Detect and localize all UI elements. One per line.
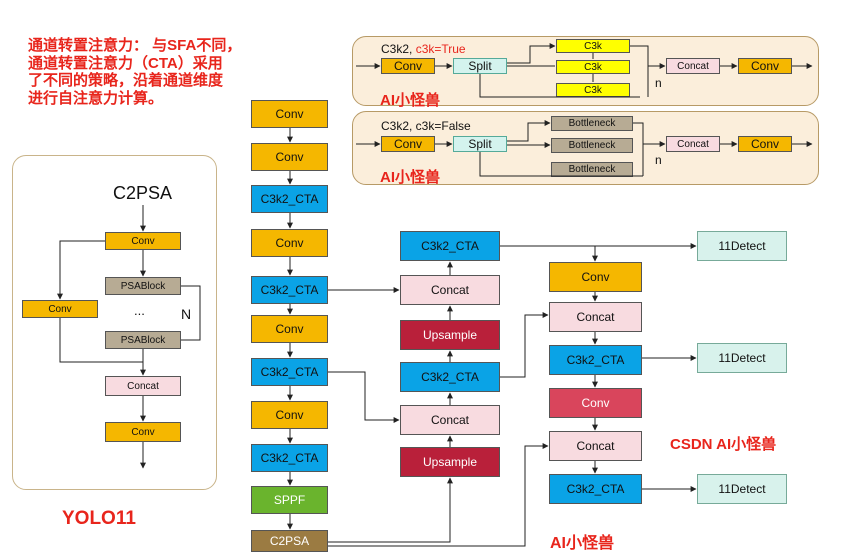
c3k-true-conv-out: Conv: [738, 58, 792, 74]
model-name: YOLO11: [62, 508, 136, 529]
neck-mid-upsample-2: Upsample: [400, 447, 500, 477]
backbone-conv-5: Conv: [251, 401, 328, 429]
c3k-false-split: Split: [453, 136, 507, 152]
c2psa-dots: ...: [134, 303, 145, 318]
c3kt-split-up: [507, 43, 556, 64]
backbone-conv-4: Conv: [251, 315, 328, 343]
c2psa-psablock-1: PSABlock: [105, 277, 181, 295]
c3kf-split-up: [507, 120, 551, 142]
c2psa-psablock-2: PSABlock: [105, 331, 181, 349]
backbone-c2psa: C2PSA: [251, 530, 328, 552]
c3k-true-caption: C3k2, c3k=True: [381, 42, 466, 56]
neck-mid-concat-2: Concat: [400, 405, 500, 435]
neck-right-concat-1: Concat: [549, 302, 642, 332]
c2psa-concat: Concat: [105, 376, 181, 396]
c3k-true-caption-flag: c3k=True: [415, 42, 466, 56]
neck-mid-upsample-1: Upsample: [400, 320, 500, 350]
c2psa-to-upsample2: [328, 477, 453, 543]
annotation-line-4: 进行自注意力计算。: [28, 89, 164, 107]
backbone-c3k2-cta-3: C3k2_CTA: [251, 358, 328, 386]
mid-c3k2-to-concat-right1: [500, 312, 549, 378]
backbone-conv-2: Conv: [251, 143, 328, 171]
c3k-true-concat: Concat: [666, 58, 720, 74]
c2psa-repeat-loop: [181, 285, 201, 341]
c3k-true-block-1: C3k: [556, 39, 630, 53]
c3kf-right-bus: [633, 122, 644, 176]
annotation-line-2: 通道转置注意力（CTA）采用: [28, 54, 223, 72]
mid-c3k2-top-to-conv-right: [500, 245, 598, 262]
c2psa-conv-side: Conv: [22, 300, 98, 318]
c2psa-panel: [12, 155, 217, 490]
c3kt-split-down: [479, 74, 640, 98]
neck-right-c3k2-cta-1: C3k2_CTA: [549, 345, 642, 375]
neck-right-concat-2: Concat: [549, 431, 642, 461]
detect-head-1: 11Detect: [697, 231, 787, 261]
backbone-conv-3: Conv: [251, 229, 328, 257]
c2psa-to-concat-right2: [328, 443, 549, 547]
c2psa-conv-top: Conv: [105, 232, 181, 250]
neck-mid-c3k2-cta-2: C3k2_CTA: [400, 362, 500, 392]
backbone-c3k2-cta-4: C3k2_CTA: [251, 444, 328, 472]
c3k-false-block-1: Bottleneck: [551, 116, 633, 131]
c2psa-title: C2PSA: [113, 183, 173, 203]
c2psa-branch-left: [57, 240, 105, 300]
backbone-c3k2-cta-2: C3k2_CTA: [251, 276, 328, 304]
neck-right-conv-1: Conv: [549, 262, 642, 292]
c3k-false-caption: C3k2, c3k=False: [381, 119, 471, 133]
c3k-false-n-label: n: [655, 153, 662, 167]
c3k-true-conv-in: Conv: [381, 58, 435, 74]
c3k-true-block-2: C3k: [556, 60, 630, 74]
c3k-true-n-label: n: [655, 76, 662, 90]
c3k-false-block-2: Bottleneck: [551, 138, 633, 153]
neck-right-conv-2: Conv: [549, 388, 642, 418]
neck-right-c3k2-cta-2: C3k2_CTA: [549, 474, 642, 504]
detect-head-3: 11Detect: [697, 474, 787, 504]
c3k-true-split: Split: [453, 58, 507, 74]
c3k-false-watermark: AI小怪兽: [380, 169, 441, 186]
c3k-true-watermark: AI小怪兽: [380, 92, 441, 109]
c2psa-n-label: N: [181, 306, 192, 322]
c3k-false-concat: Concat: [666, 136, 720, 152]
c3k-true-caption-prefix: C3k2,: [381, 42, 416, 56]
c3k-false-conv-out: Conv: [738, 136, 792, 152]
backbone-sppf: SPPF: [251, 486, 328, 514]
neck-mid-c3k2-cta-1: C3k2_CTA: [400, 231, 500, 261]
detect-head-2: 11Detect: [697, 343, 787, 373]
backbone-conv-1: Conv: [251, 100, 328, 128]
annotation-line-1: 通道转置注意力： 与SFA不同，: [28, 37, 242, 54]
watermark-bottom: AI小怪兽: [550, 535, 615, 552]
neck-mid-concat-1: Concat: [400, 275, 500, 305]
backbone-c3k2-cta-1: C3k2_CTA: [251, 185, 328, 213]
annotation-line-3: 了不同的策略，沿着通道维度: [28, 72, 224, 89]
c3k-false-conv-in: Conv: [381, 136, 435, 152]
c2psa-branch-left-return: [59, 318, 143, 363]
watermark-right: CSDN AI小怪兽: [670, 436, 777, 453]
c3kt-right-bus: [630, 45, 649, 97]
annotation-text: 通道转置注意力： 与SFA不同， 通道转置注意力（CTA）采用 了不同的策略，沿…: [28, 37, 241, 107]
c2psa-conv-bottom: Conv: [105, 422, 181, 442]
c3kf-split-down: [479, 152, 643, 177]
bb-p3-to-concat2: [328, 371, 400, 423]
